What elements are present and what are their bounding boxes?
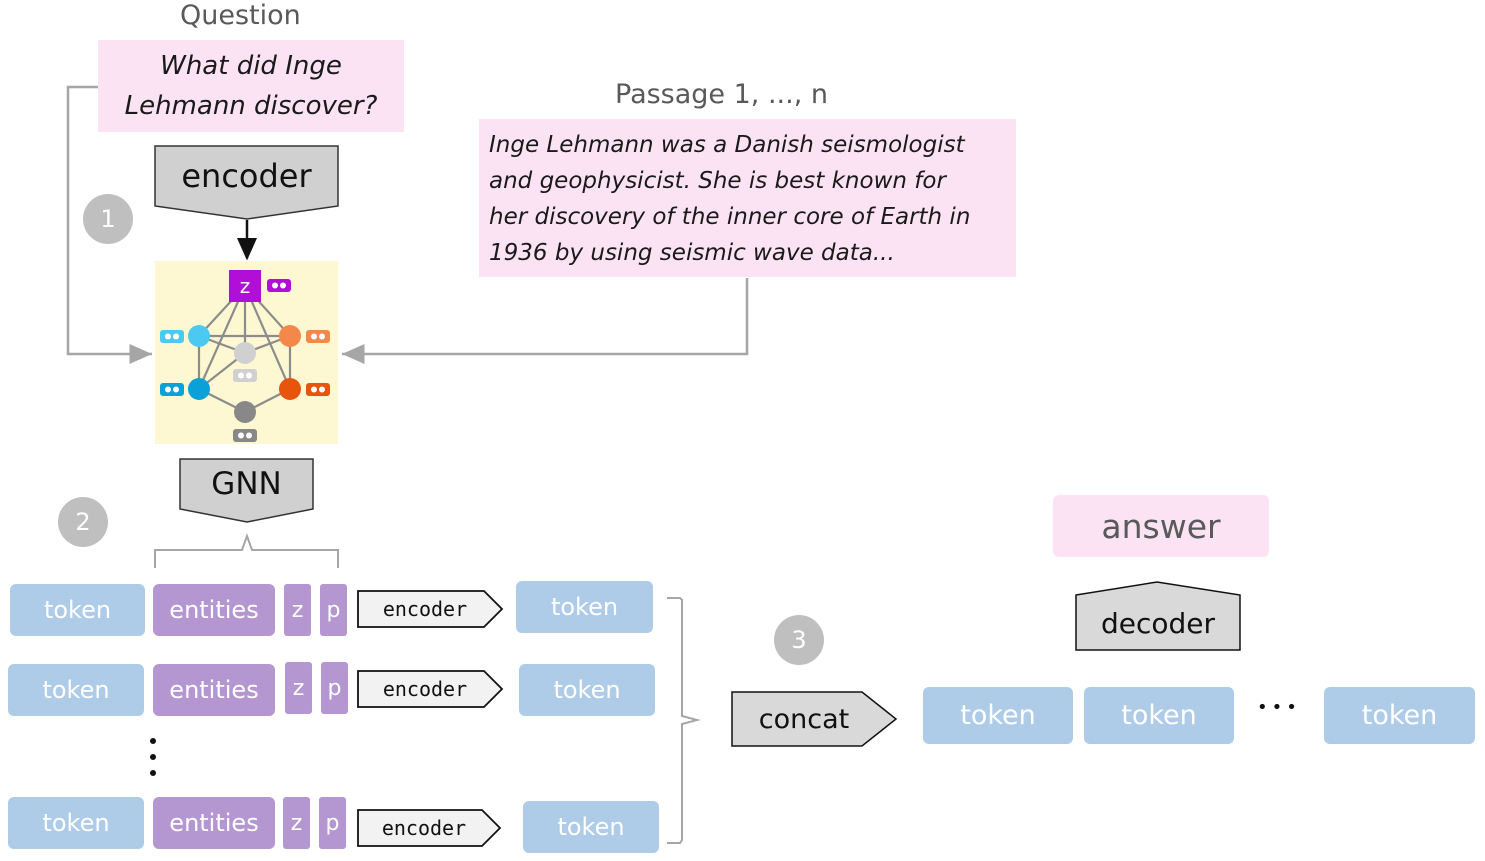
- row2-z: z: [285, 662, 312, 714]
- row3-p: p: [319, 797, 346, 849]
- row1-encoder-shape: [357, 590, 504, 628]
- row3-encoder-shape: [357, 809, 502, 847]
- output-ellipsis: •••: [1257, 697, 1301, 718]
- passage-line-3: her discovery of the inner core of Earth…: [489, 204, 971, 230]
- output-token-3: token: [1324, 687, 1475, 744]
- question-to-graph-line: [66, 85, 152, 364]
- row3-token-right: token: [523, 801, 659, 853]
- graph-node-z: [229, 270, 261, 302]
- passage-box: Inge Lehmann was a Danish seismologist a…: [479, 119, 1016, 277]
- output-token-2: token: [1084, 687, 1234, 744]
- decoder-shape: [1075, 581, 1241, 651]
- graph-node-dark-gray: [234, 401, 256, 423]
- question-heading: Question: [180, 0, 301, 31]
- row1-entities: entities: [153, 584, 275, 636]
- row2-p: p: [321, 662, 348, 714]
- rows-bracket: [667, 597, 701, 844]
- step-2-badge: 2: [58, 497, 108, 547]
- graph-embedding-pills: [160, 279, 330, 442]
- passage-to-graph-line: [342, 278, 749, 364]
- graph-node-cyan-light: [188, 325, 210, 347]
- step-1-badge: 1: [83, 194, 133, 244]
- row1-p: p: [320, 584, 347, 636]
- row1-token-right: token: [516, 581, 653, 633]
- passage-line-4: 1936 by using seismic wave data...: [489, 240, 895, 266]
- question-text: What did Inge Lehmann discover?: [124, 51, 378, 121]
- passage-line-2: and geophysicist. She is best known for: [489, 168, 946, 194]
- row3-z: z: [283, 797, 310, 849]
- graph-node-cyan-dark: [188, 378, 210, 400]
- answer-label: answer: [1101, 506, 1221, 546]
- concat-shape: [731, 691, 898, 747]
- gnn-shape: [179, 458, 314, 523]
- question-box: What did Inge Lehmann discover?: [98, 40, 404, 132]
- encoder-top-shape: [154, 145, 339, 220]
- graph-node-light-gray: [234, 342, 256, 364]
- gnn-brace: [154, 533, 339, 568]
- step-3-badge: 3: [774, 615, 824, 665]
- passage-line-1: Inge Lehmann was a Danish seismologist: [489, 132, 965, 158]
- row2-token-left: token: [8, 664, 144, 716]
- output-token-1: token: [923, 687, 1073, 744]
- row3-entities: entities: [153, 797, 275, 849]
- graph-node-orange-light: [279, 325, 301, 347]
- row2-entities: entities: [153, 664, 275, 716]
- row3-token-left: token: [8, 797, 144, 849]
- row1-token-left: token: [10, 584, 145, 636]
- row2-token-right: token: [519, 664, 655, 716]
- rows-vertical-ellipsis: [148, 738, 158, 780]
- graph-node-orange-dark: [279, 378, 301, 400]
- answer-box: answer: [1053, 495, 1269, 557]
- row2-encoder-shape: [357, 670, 504, 708]
- passage-heading: Passage 1, ..., n: [615, 79, 828, 110]
- row1-z: z: [284, 584, 311, 636]
